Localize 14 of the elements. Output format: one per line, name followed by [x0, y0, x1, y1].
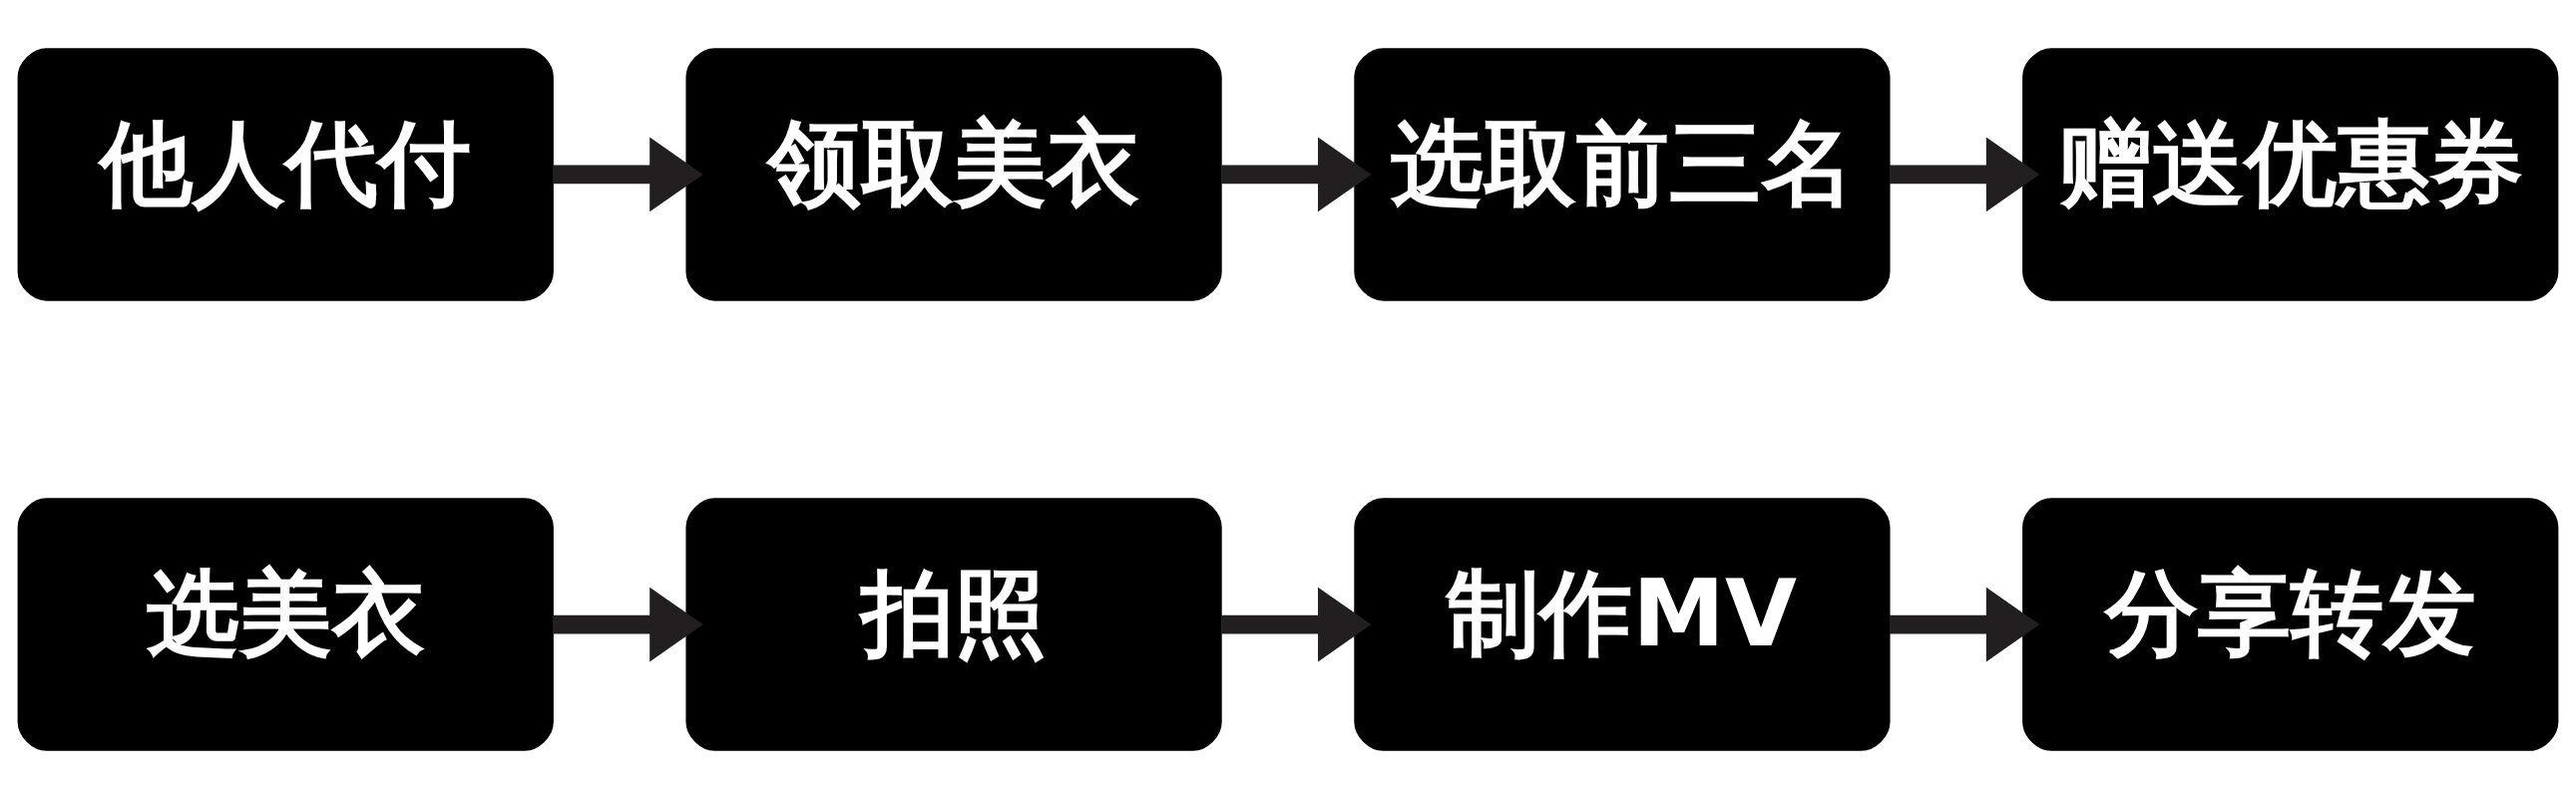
node-box: 选美衣: [17, 497, 554, 751]
arrow: [1890, 587, 2040, 661]
node-box: 拍照: [685, 497, 1222, 751]
node-box: 制作MV: [1354, 497, 1891, 751]
node-box: 赠送优惠券: [2022, 47, 2559, 301]
arrow: [553, 587, 703, 661]
node-box: 选取前三名: [1354, 47, 1891, 301]
arrow: [1221, 137, 1372, 211]
arrow: [553, 137, 703, 211]
node-box: 分享转发: [2022, 497, 2559, 751]
arrow: [1890, 137, 2040, 211]
node-box: 他人代付: [17, 47, 554, 301]
node-box: 领取美衣: [685, 47, 1222, 301]
arrow: [1221, 587, 1372, 661]
